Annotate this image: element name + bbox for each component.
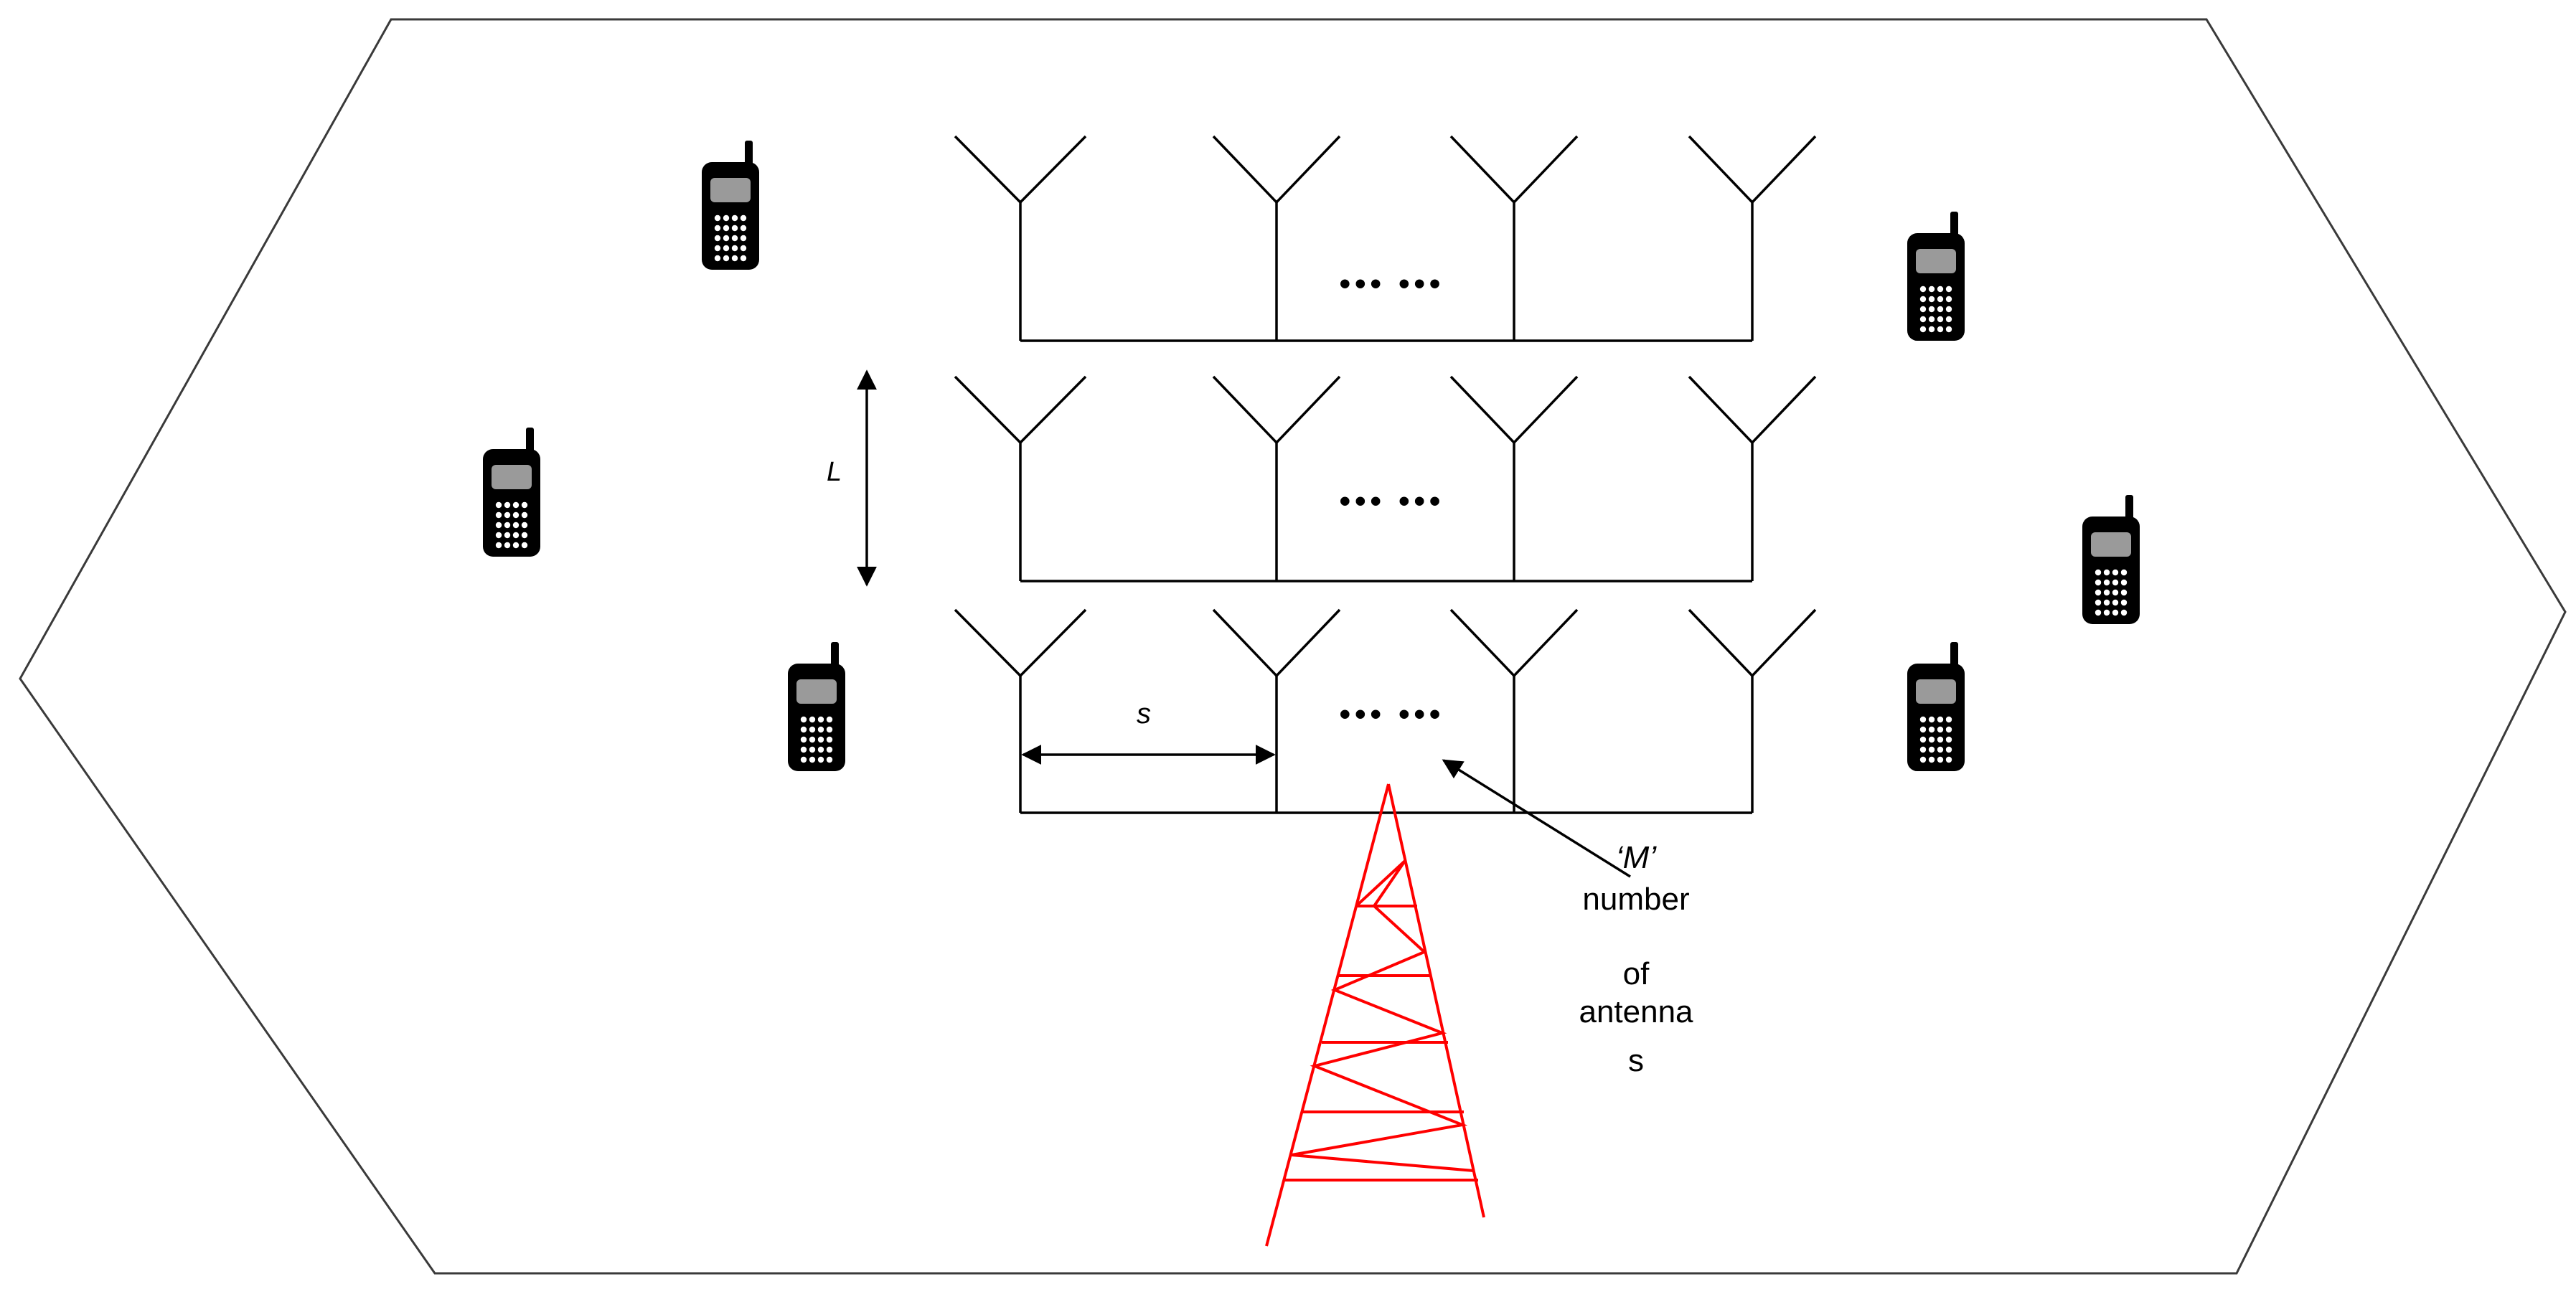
m-label-line-antenna: antenna — [1579, 994, 1693, 1029]
mobile-phone-icon — [1907, 212, 1965, 341]
antenna-row-3 — [954, 608, 1817, 814]
antenna-icon — [954, 135, 1087, 204]
spacing-l-label: L — [827, 457, 842, 487]
m-label-line-of: of — [1623, 956, 1650, 991]
mobile-phone-icon — [2082, 495, 2140, 624]
m-label-line-s: s — [1628, 1043, 1644, 1078]
mobile-phone-icon — [483, 428, 540, 557]
mobile-phone-icon — [788, 642, 845, 771]
ellipsis-row-3: ••• ••• — [1340, 697, 1445, 732]
antenna-icon — [1688, 135, 1817, 204]
antenna-array — [954, 135, 1817, 814]
ellipsis-row-1: ••• ••• — [1340, 266, 1445, 301]
m-antennas-label: ‘M’ number of antenna s — [1579, 840, 1693, 1078]
mobile-phone-icon — [1907, 642, 1965, 771]
antenna-row-1 — [954, 135, 1817, 342]
antenna-icon — [954, 608, 1087, 678]
antenna-icon — [954, 375, 1087, 445]
m-label-line-number: number — [1582, 882, 1689, 917]
m-label: ‘M’ — [1616, 840, 1657, 875]
antenna-icon — [1449, 135, 1579, 204]
cell-tower-icon — [1265, 783, 1485, 1247]
antenna-icon — [1212, 375, 1341, 445]
m-pointer-arrow — [1442, 759, 1631, 878]
spacing-s-label: s — [1137, 698, 1151, 730]
mobile-phone-icon — [702, 141, 759, 270]
ellipsis-row-2: ••• ••• — [1340, 484, 1445, 519]
antenna-row-2 — [954, 375, 1817, 583]
antenna-icon — [1449, 608, 1579, 678]
antenna-icon — [1212, 608, 1341, 678]
antenna-icon — [1449, 375, 1579, 445]
antenna-icon — [1688, 608, 1817, 678]
antenna-icon — [1688, 375, 1817, 445]
cell-boundary — [19, 18, 2567, 1275]
antenna-icon — [1212, 135, 1341, 204]
